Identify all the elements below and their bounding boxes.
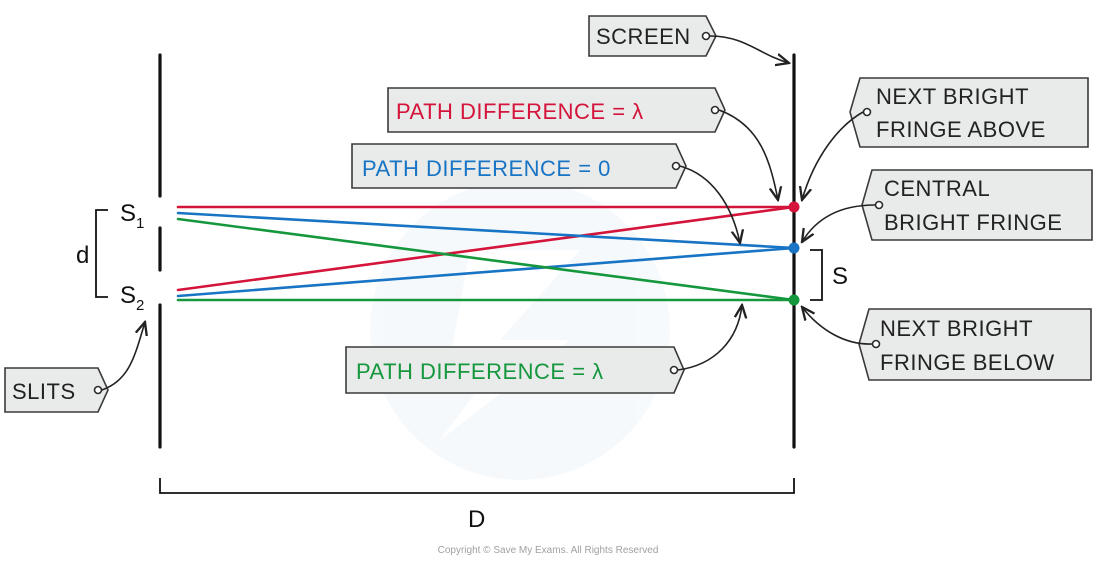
svg-text:FRINGE BELOW: FRINGE BELOW [880,350,1055,375]
slit-2-label: S 2 [120,282,144,314]
path-difference-lambda-red-tag: PATH DIFFERENCE = λ [387,87,778,200]
screen-distance-label: D [468,506,485,533]
central-bright-fringe-dot [788,242,800,254]
svg-text:S: S [120,200,136,227]
svg-text:SLITS: SLITS [12,379,76,404]
path-difference-lambda-green-tag: PATH DIFFERENCE = λ [345,305,742,394]
fringe-spacing-label: S [832,263,848,290]
svg-text:BRIGHT FRINGE: BRIGHT FRINGE [884,210,1062,235]
svg-text:CENTRAL: CENTRAL [884,176,990,201]
svg-text:2: 2 [136,297,144,314]
svg-text:S: S [120,282,136,309]
watermark-logo [370,180,670,480]
fringe-spacing-bracket [810,249,823,301]
screen-distance-bracket [159,478,795,494]
svg-text:PATH DIFFERENCE = 0: PATH DIFFERENCE = 0 [362,156,611,181]
slit-separation-label: d [76,242,89,269]
svg-text:PATH DIFFERENCE = λ: PATH DIFFERENCE = λ [356,359,604,384]
svg-text:FRINGE ABOVE: FRINGE ABOVE [876,117,1046,142]
svg-text:SCREEN: SCREEN [596,24,691,49]
ray-red-s2 [176,205,796,292]
ray-blue-s2 [176,246,796,298]
copyright-text: Copyright © Save My Exams. All Rights Re… [438,545,659,556]
slit-1-label: S 1 [120,200,144,232]
screen-tag: SCREEN [588,15,789,63]
svg-text:NEXT BRIGHT: NEXT BRIGHT [876,84,1029,109]
central-bright-fringe-tag: CENTRAL BRIGHT FRINGE [802,169,1093,242]
ray-green-s1 [176,217,796,302]
ray-blue-s1 [176,211,796,250]
next-bright-fringe-below-tag: NEXT BRIGHT FRINGE BELOW [802,307,1092,381]
next-bright-fringe-below-dot [788,294,800,306]
slit-separation-bracket [95,209,108,298]
path-difference-zero-tag: PATH DIFFERENCE = 0 [351,143,740,243]
svg-text:1: 1 [136,215,144,232]
svg-text:PATH DIFFERENCE = λ: PATH DIFFERENCE = λ [396,99,644,124]
next-bright-fringe-above-dot [788,201,800,213]
slits-tag: SLITS [4,322,145,413]
light-rays [176,205,796,302]
svg-text:NEXT BRIGHT: NEXT BRIGHT [880,316,1033,341]
next-bright-fringe-above-tag: NEXT BRIGHT FRINGE ABOVE [802,77,1089,200]
